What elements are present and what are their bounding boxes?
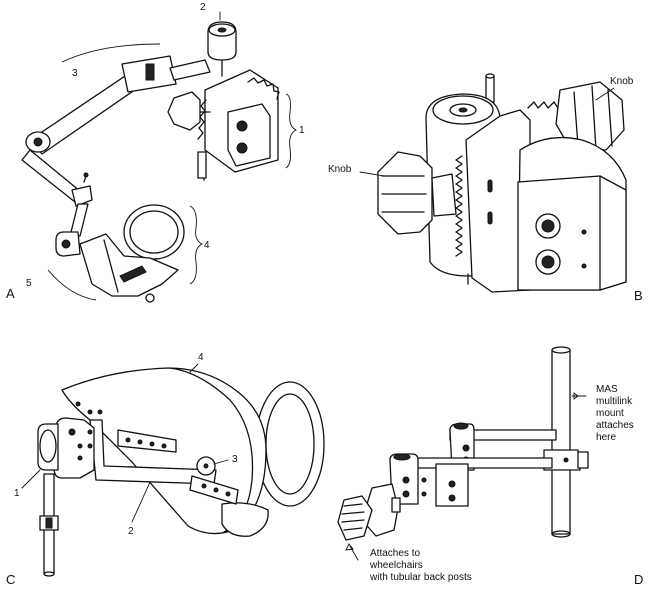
panel-label-c: C [6,572,15,587]
panel-label-a: A [6,286,15,301]
post-clamp-screw [577,451,589,469]
clamp-screw [391,497,401,513]
panel-c: 1 2 3 4 C [6,352,325,587]
callout-a-1: 1 [299,125,305,136]
callout-a-4: 4 [204,240,210,251]
brace-4 [189,205,204,285]
arm-trough-ring [123,204,185,260]
left-knob [377,151,433,235]
callout-c-1: 1 [14,488,20,499]
pivot-barrel [37,423,59,471]
note-mas-line-3: mount [596,408,624,419]
joint-bolt [145,63,155,81]
label-knob-right: Knob [610,76,634,87]
leader-c-2 [131,481,151,523]
mount-clamp-plate [227,103,271,167]
lower-bar [395,457,553,469]
panel-d: MAS multilink mount attaches here Attach… [337,346,643,587]
callout-a-3: 3 [72,68,78,79]
brace-3 [61,43,161,63]
arm-link [169,59,211,81]
pivot-block [53,417,95,479]
clamp-screw-bottom [236,142,248,154]
leader-c-4 [189,363,199,373]
gear-teeth [247,77,280,100]
note-attach-line-2: wheelchairs [369,560,423,571]
left-knob-shaft [431,173,457,217]
callout-c-2: 2 [128,526,134,537]
plate-slot-1 [487,179,493,193]
leader-attach [349,545,359,561]
leader-c-1 [21,469,41,489]
panel-b: Knob Knob B [328,73,643,303]
brace-1 [285,93,298,169]
leader-knob-left [359,171,385,177]
arrow-mas [573,392,579,400]
arm-trough [79,233,179,297]
side-knob [167,91,201,131]
leader-c-3 [213,459,229,465]
panel-a: 1 2 3 4 5 A [6,2,305,303]
plate-slot-2 [487,211,493,225]
callout-c-3: 3 [232,454,238,465]
leader-knob-right [595,87,615,101]
trough-screw [145,293,155,303]
note-attach-line-3: with tubular back posts [369,572,472,583]
panel-label-d: D [634,572,643,587]
callout-a-5: 5 [26,278,32,289]
wheelchair-clamp-jaw [337,495,373,541]
right-knob [555,81,625,151]
gear-teeth-side [197,99,207,140]
note-mas-line-1: MAS [596,384,618,395]
clamp-screw-top [236,120,248,132]
wrist-block [71,185,93,207]
note-mas-line-4: attaches [596,420,634,431]
back-post [551,349,571,535]
note-mas-line-2: multilink [596,396,633,407]
trough-slot [119,265,147,283]
bracket-arm [89,419,217,485]
mount-post [197,151,207,179]
panel-label-b: B [634,288,643,303]
arrow-attach [345,543,354,551]
callout-a-2: 2 [200,2,206,13]
callout-c-4: 4 [198,352,204,363]
note-mas-line-5: here [596,432,616,443]
slot-plate-upper [117,429,177,453]
top-knob-center [217,27,227,33]
label-knob-left: Knob [328,164,352,175]
wrist-rod [69,203,89,237]
brace-5 [47,269,97,301]
note-attach-line-1: Attaches to [370,548,420,559]
clamp-jaw-face [517,175,627,291]
trough-lip [221,502,269,537]
serrated-edge-left [455,155,463,257]
